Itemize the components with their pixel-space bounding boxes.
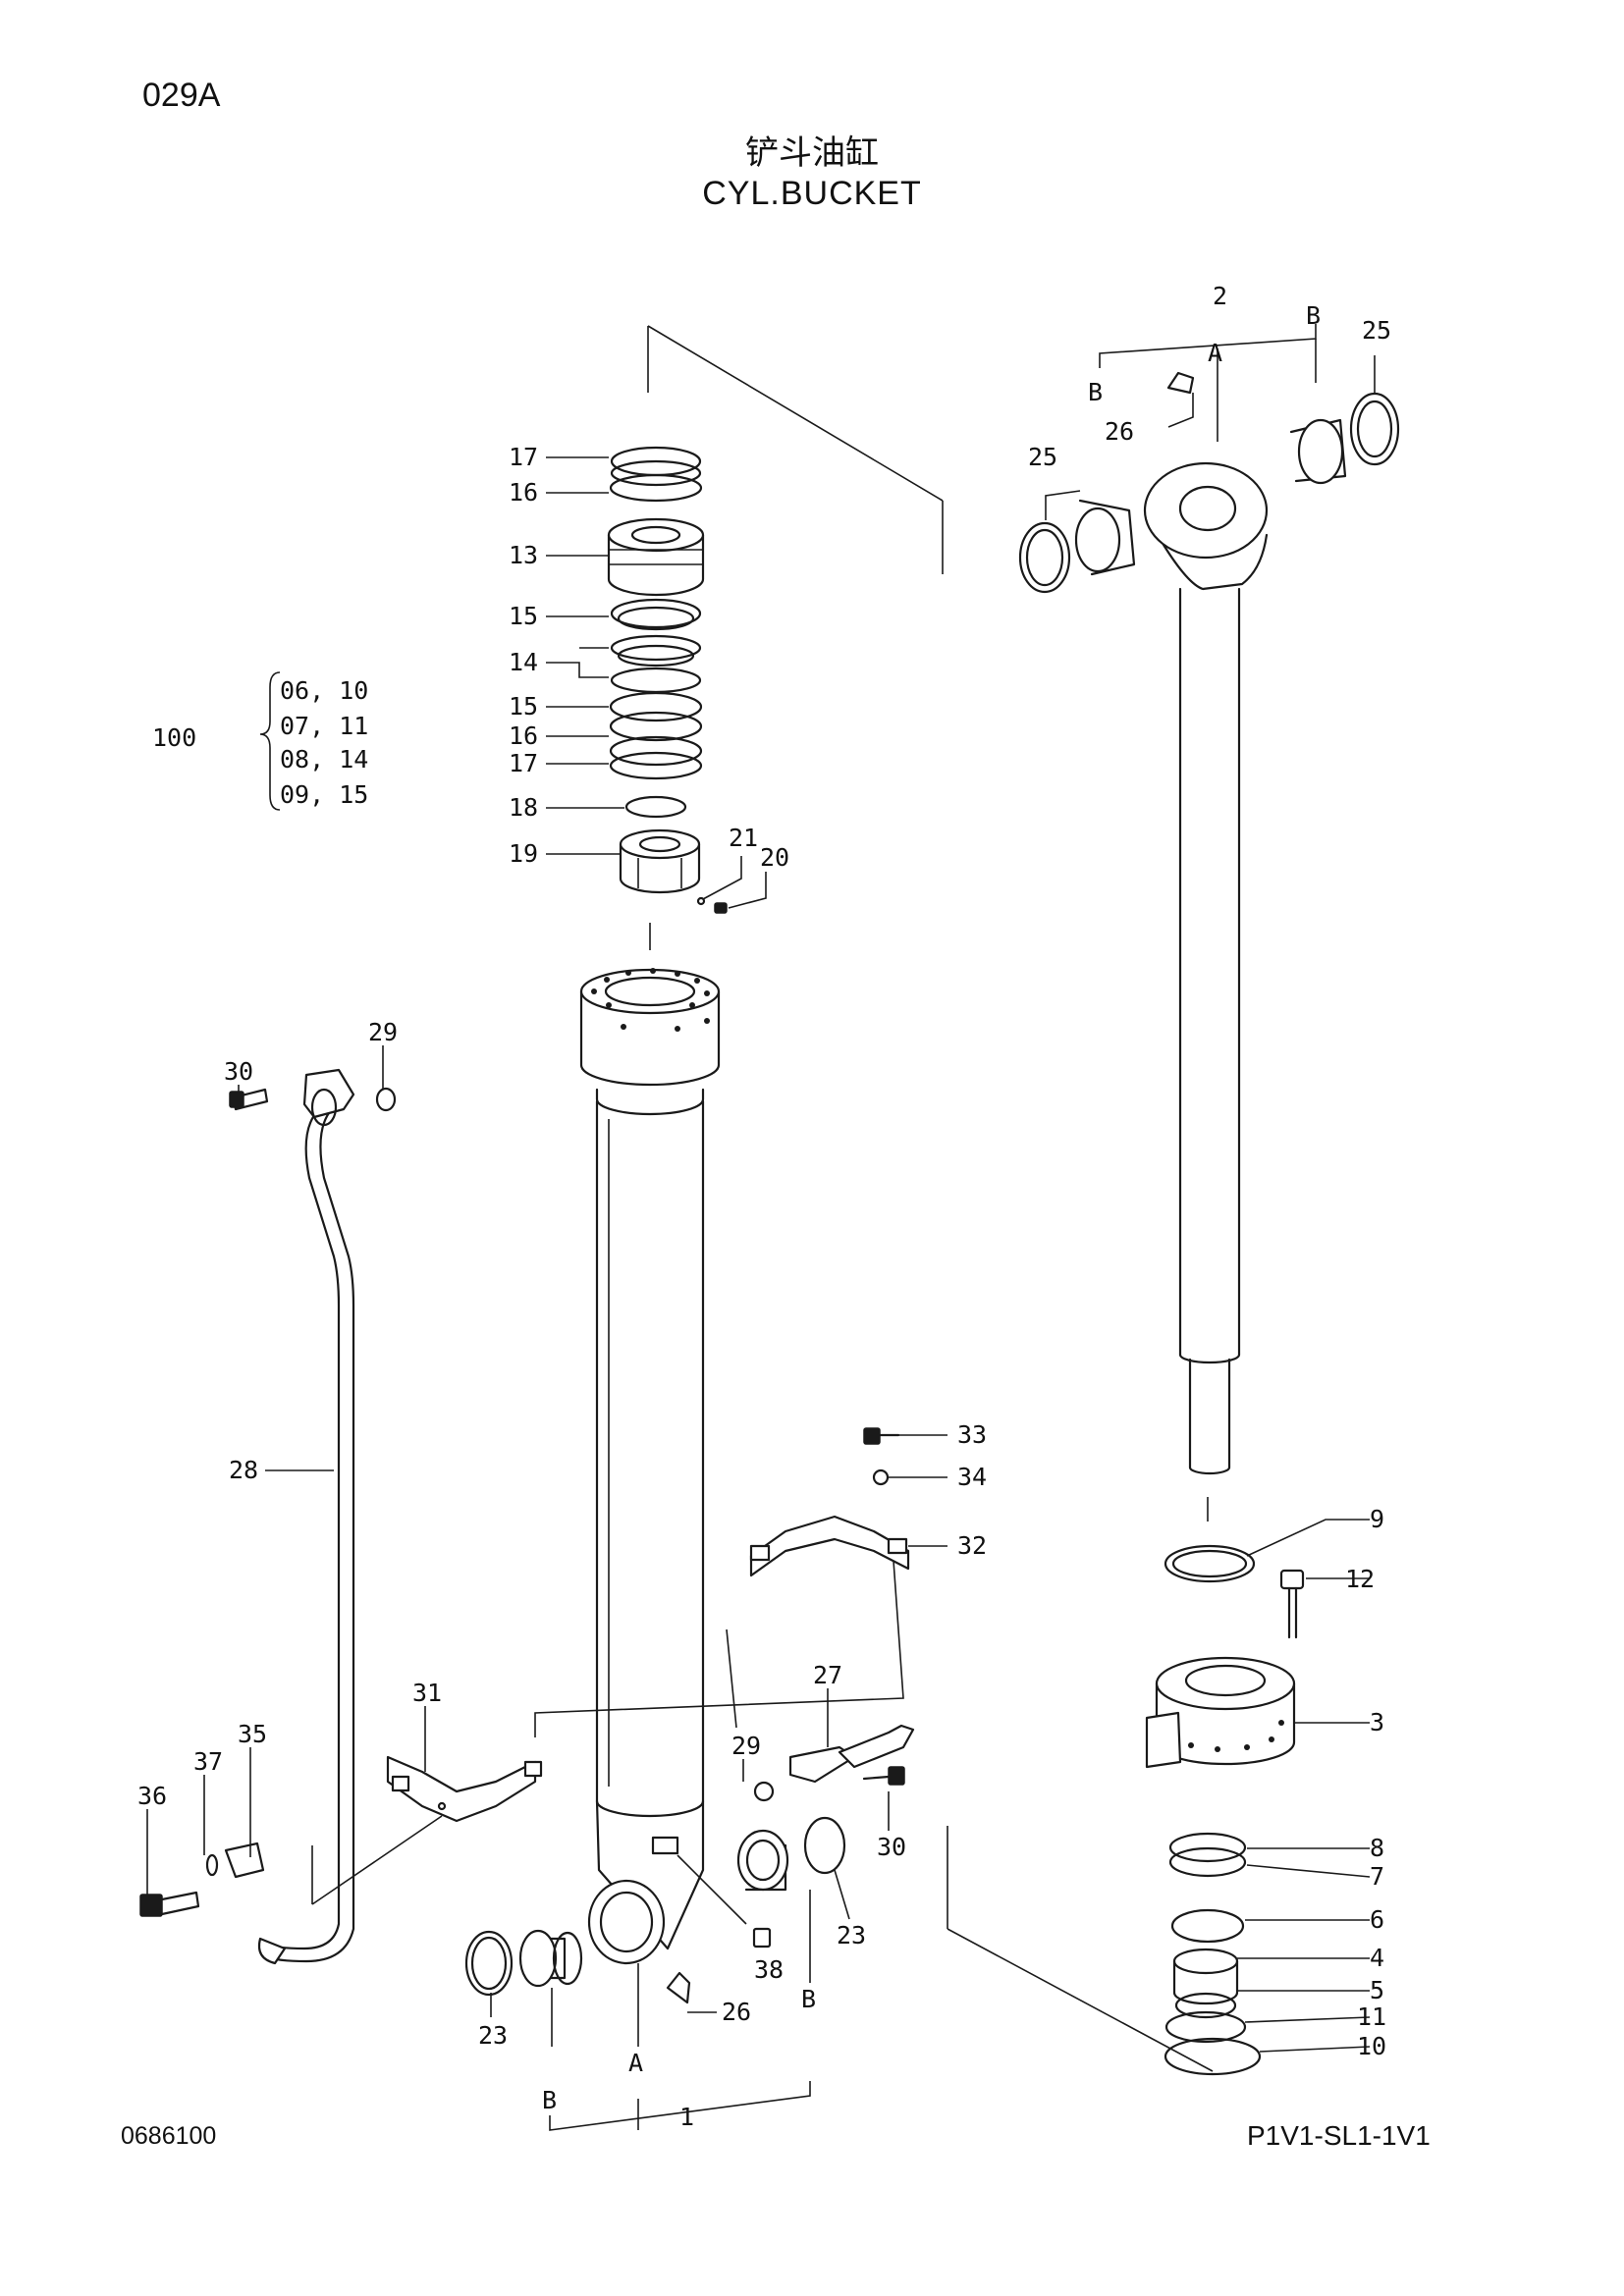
callout-31: 31 bbox=[412, 1679, 442, 1707]
leader-lines bbox=[146, 324, 1376, 2131]
callout-13: 13 bbox=[509, 541, 538, 569]
callout-29: 29 bbox=[731, 1732, 761, 1760]
rod-eye-bushings bbox=[1018, 392, 1400, 594]
letter-a: A bbox=[628, 2049, 643, 2077]
bolts-fittings bbox=[139, 1427, 915, 2004]
callout-38: 38 bbox=[754, 1955, 784, 1984]
kit-item: 09, 15 bbox=[280, 780, 368, 809]
callout-11: 11 bbox=[1357, 2002, 1386, 2031]
callout-3: 3 bbox=[1370, 1708, 1384, 1736]
callout-17: 17 bbox=[509, 749, 538, 777]
letter-a: A bbox=[1208, 339, 1222, 367]
callout-4: 4 bbox=[1370, 1944, 1384, 1972]
callout-17: 17 bbox=[509, 443, 538, 471]
letter-b: B bbox=[1088, 378, 1103, 406]
kit-item: 07, 11 bbox=[280, 712, 368, 740]
callout-5: 5 bbox=[1370, 1976, 1384, 2004]
callout-35: 35 bbox=[238, 1720, 267, 1748]
hydraulic-pipe bbox=[229, 1068, 397, 1965]
guide-lines bbox=[647, 325, 1214, 2072]
kit-item: 08, 14 bbox=[280, 745, 368, 774]
callout-33: 33 bbox=[957, 1420, 987, 1449]
pin-bushings-tube-end bbox=[464, 1816, 846, 1997]
page-title-chinese: 铲斗油缸 bbox=[745, 133, 879, 173]
callout-16: 16 bbox=[509, 478, 538, 507]
piston-rod bbox=[1143, 371, 1269, 1475]
letter-b: B bbox=[1306, 301, 1321, 330]
callout-19: 19 bbox=[509, 839, 538, 868]
catalog-code: P1V1-SL1-1V1 bbox=[1247, 2120, 1431, 2151]
callout-8: 8 bbox=[1370, 1834, 1384, 1862]
callout-18: 18 bbox=[509, 793, 538, 822]
kit-item: 06, 10 bbox=[280, 676, 368, 705]
callout-20: 20 bbox=[760, 843, 789, 872]
callout-28: 28 bbox=[229, 1456, 258, 1484]
callout-26: 26 bbox=[1105, 417, 1134, 446]
callout-2: 2 bbox=[1213, 282, 1227, 310]
callout-27: 27 bbox=[813, 1661, 842, 1689]
callout-15: 15 bbox=[509, 602, 538, 630]
rod-seal-stack bbox=[607, 446, 728, 914]
piston-and-seals bbox=[1145, 1544, 1305, 2076]
callout-30: 30 bbox=[224, 1057, 253, 1086]
callout-26: 26 bbox=[722, 1998, 751, 2026]
letter-b: B bbox=[542, 2086, 557, 2114]
clamp-32 bbox=[749, 1515, 910, 1577]
callout-23: 23 bbox=[478, 2021, 508, 2050]
callout-25: 25 bbox=[1028, 443, 1057, 471]
callout-labels: 100 06, 10 07, 11 08, 14 09, 15 17 16 13… bbox=[137, 282, 1391, 2131]
callout-29: 29 bbox=[368, 1018, 398, 1046]
callout-34: 34 bbox=[957, 1463, 987, 1491]
callout-9: 9 bbox=[1370, 1505, 1384, 1533]
callout-1: 1 bbox=[679, 2103, 694, 2131]
letter-b: B bbox=[801, 1985, 816, 2013]
callout-37: 37 bbox=[193, 1747, 223, 1776]
clamp-connector-lines bbox=[534, 1560, 904, 1737]
callout-23: 23 bbox=[837, 1921, 866, 1949]
kit-bracket bbox=[259, 671, 281, 811]
callout-12: 12 bbox=[1345, 1565, 1375, 1593]
callout-15: 15 bbox=[509, 692, 538, 721]
callout-14: 14 bbox=[509, 648, 538, 676]
page-code: 029A bbox=[142, 77, 221, 114]
callout-30: 30 bbox=[877, 1833, 906, 1861]
page-title-english: CYL.BUCKET bbox=[702, 175, 922, 212]
callout-7: 7 bbox=[1370, 1862, 1384, 1891]
clamp-31 bbox=[386, 1755, 543, 1823]
callout-10: 10 bbox=[1357, 2032, 1386, 2060]
callout-32: 32 bbox=[957, 1531, 987, 1560]
callout-36: 36 bbox=[137, 1782, 167, 1810]
kit-number: 100 bbox=[152, 723, 196, 752]
callout-6: 6 bbox=[1370, 1905, 1384, 1934]
callout-25: 25 bbox=[1362, 316, 1391, 345]
callout-21: 21 bbox=[729, 824, 758, 852]
callout-16: 16 bbox=[509, 721, 538, 750]
document-number: 0686100 bbox=[121, 2122, 217, 2150]
cylinder-tube bbox=[579, 968, 721, 1965]
